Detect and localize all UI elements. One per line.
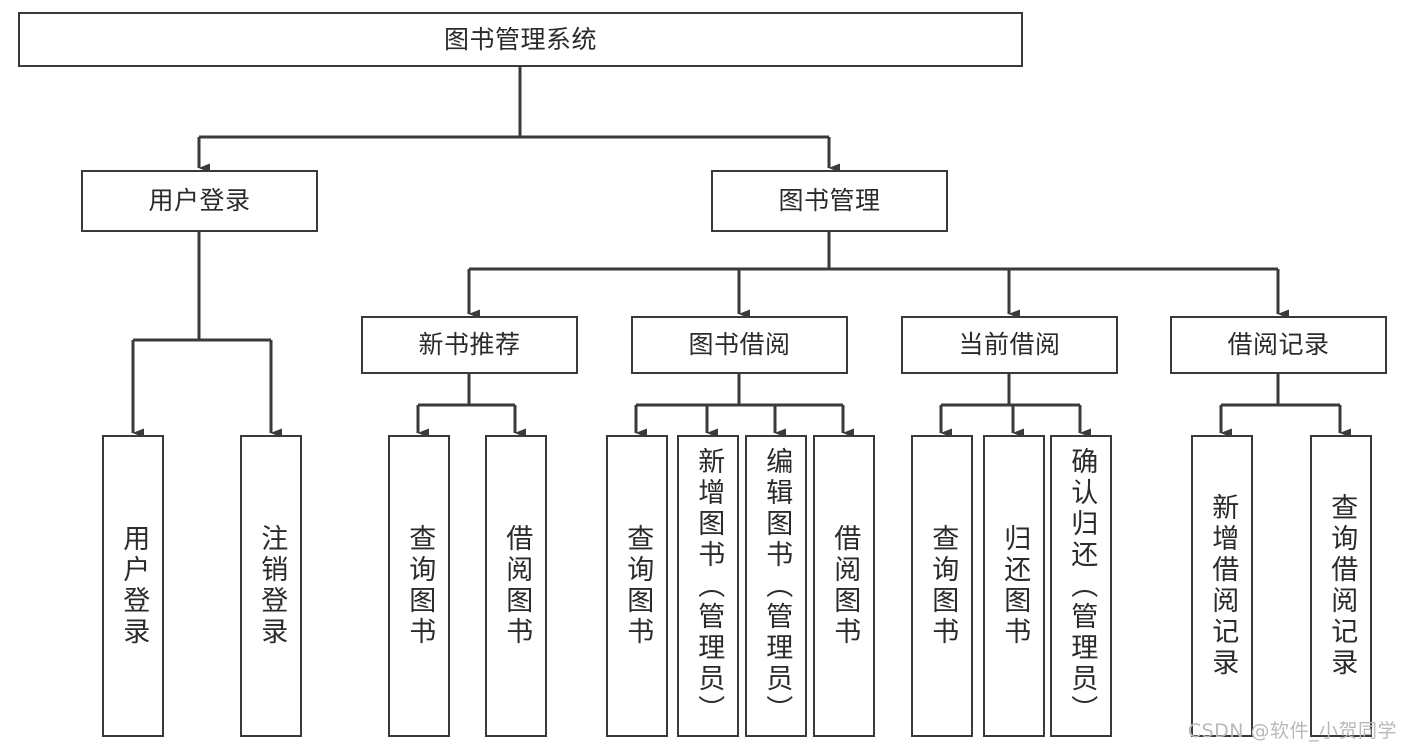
node-leaf-10[interactable]: 确认归还（管理员）: [1050, 435, 1112, 737]
node-label: 用户登录: [148, 186, 251, 216]
node-leaf-1[interactable]: 注销登录: [240, 435, 302, 737]
node-label: 借阅记录: [1227, 330, 1330, 360]
node-level3-2[interactable]: 当前借阅: [901, 316, 1118, 374]
node-level3-0[interactable]: 新书推荐: [361, 316, 578, 374]
node-label: 归还图书: [999, 524, 1031, 648]
node-leaf-11[interactable]: 新增借阅记录: [1191, 435, 1253, 737]
node-leaf-3[interactable]: 借阅图书: [485, 435, 547, 737]
node-label: 图书管理: [778, 186, 881, 216]
node-label: 用户登录: [118, 524, 150, 648]
node-label: 图书借阅: [688, 330, 791, 360]
node-label: 借阅图书: [501, 524, 533, 648]
node-leaf-12[interactable]: 查询借阅记录: [1310, 435, 1372, 737]
node-label: 查询图书: [927, 524, 959, 648]
node-leaf-9[interactable]: 归还图书: [983, 435, 1045, 737]
node-leaf-8[interactable]: 查询图书: [911, 435, 973, 737]
node-label: 借阅图书: [829, 524, 861, 648]
node-label: 图书管理系统: [443, 24, 597, 54]
node-level3-1[interactable]: 图书借阅: [631, 316, 848, 374]
watermark-text: CSDN @软件_小贺同学: [1187, 720, 1397, 742]
node-level2-1[interactable]: 图书管理: [711, 170, 948, 232]
node-level2-0[interactable]: 用户登录: [81, 170, 318, 232]
node-label: 查询图书: [622, 524, 654, 648]
node-leaf-4[interactable]: 查询图书: [606, 435, 668, 737]
node-leaf-0[interactable]: 用户登录: [102, 435, 164, 737]
node-root-图书管理系统[interactable]: 图书管理系统: [18, 12, 1023, 67]
node-label: 确认归还（管理员）: [1066, 446, 1098, 726]
node-label: 查询图书: [404, 524, 436, 648]
node-label: 编辑图书（管理员）: [761, 446, 793, 726]
node-label: 当前借阅: [958, 330, 1061, 360]
node-leaf-6[interactable]: 编辑图书（管理员）: [745, 435, 807, 737]
node-label: 新增图书（管理员）: [693, 446, 725, 726]
node-leaf-2[interactable]: 查询图书: [388, 435, 450, 737]
node-leaf-7[interactable]: 借阅图书: [813, 435, 875, 737]
node-leaf-5[interactable]: 新增图书（管理员）: [677, 435, 739, 737]
node-label: 查询借阅记录: [1326, 493, 1358, 679]
node-label: 新书推荐: [418, 330, 521, 360]
node-label: 新增借阅记录: [1207, 493, 1239, 679]
node-level3-3[interactable]: 借阅记录: [1170, 316, 1387, 374]
node-label: 注销登录: [256, 524, 288, 648]
